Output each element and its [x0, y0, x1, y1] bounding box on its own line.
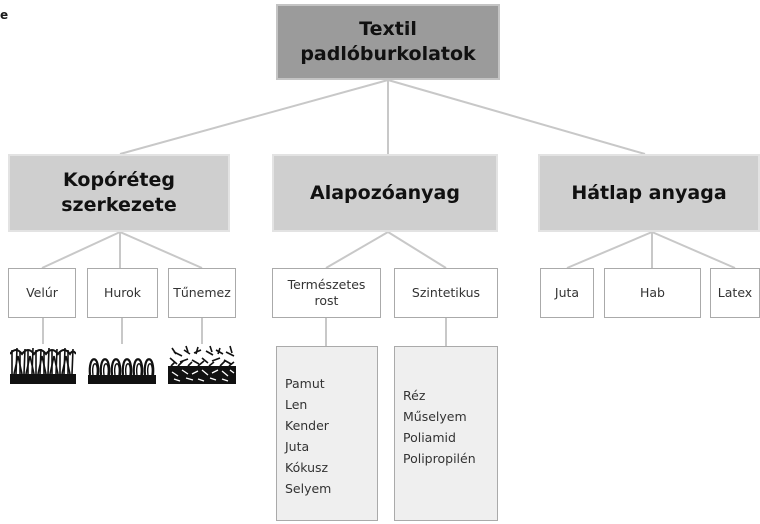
synthetic-fiber-item: Réz — [403, 388, 426, 403]
category-base-label: Alapozóanyag — [310, 181, 460, 204]
root-line-1: Textil — [359, 18, 417, 41]
backing-to-latex-line — [651, 231, 736, 269]
leaf-natural-fiber-line-2: rost — [314, 293, 339, 308]
leaf-latex: Latex — [710, 268, 760, 318]
natural-fiber-item: Kender — [285, 418, 329, 433]
leaf-synthetic-label: Szintetikus — [411, 284, 481, 300]
natural-fiber-list: Pamut Len Kender Juta Kókusz Selyem — [276, 346, 378, 521]
root-to-backing-line — [387, 79, 646, 155]
category-backing-material: Hátlap anyaga — [538, 154, 760, 232]
natural-fiber-item: Pamut — [285, 376, 325, 391]
leaf-foam-label: Hab — [640, 284, 665, 300]
category-backing-label: Hátlap anyaga — [571, 181, 727, 204]
backing-to-jute-line — [566, 231, 653, 269]
synthetic-fiber-list: Réz Műselyem Poliamid Polipropilén — [394, 346, 498, 521]
category-base-material: Alapozóanyag — [272, 154, 498, 232]
loop-texture-image — [88, 358, 156, 384]
leaf-velour: Velúr — [8, 268, 76, 318]
leaf-foam: Hab — [604, 268, 701, 318]
leaf-loop: Hurok — [87, 268, 158, 318]
root-to-pile-line — [119, 79, 389, 155]
natural-fiber-item: Selyem — [285, 481, 332, 496]
leaf-jute-label: Juta — [554, 284, 580, 300]
velour-texture-image — [10, 347, 76, 384]
leaf-latex-label: Latex — [717, 284, 753, 300]
synthetic-fiber-item: Polipropilén — [403, 451, 476, 466]
pile-to-velour-line — [41, 231, 121, 269]
category-pile-structure: Kopóréteg szerkezete — [8, 154, 230, 232]
leaf-velour-label: Velúr — [26, 284, 58, 300]
corner-label: e — [0, 8, 9, 22]
synthetic-fiber-item: Poliamid — [403, 430, 456, 445]
natural-fiber-item: Juta — [285, 439, 310, 454]
synthetic-fiber-item: Műselyem — [403, 409, 467, 424]
natural-fiber-item: Kókusz — [285, 460, 329, 475]
category-pile-line-1: Kopóréteg — [63, 169, 175, 192]
root-node: Textil padlóburkolatok — [276, 4, 500, 80]
leaf-loop-label: Hurok — [103, 284, 142, 300]
leaf-needlefelt: Tűnemez — [168, 268, 236, 318]
base-to-natural-line — [325, 231, 389, 269]
natural-fiber-item: Len — [285, 397, 308, 412]
leaf-jute: Juta — [540, 268, 594, 318]
needlefelt-texture-image — [168, 345, 236, 384]
leaf-synthetic: Szintetikus — [394, 268, 498, 318]
category-pile-line-2: szerkezete — [61, 194, 177, 216]
leaf-natural-fiber: Természetes rost — [272, 268, 381, 318]
base-to-synthetic-line — [387, 231, 447, 269]
leaf-needlefelt-label: Tűnemez — [173, 284, 231, 300]
root-line-2: padlóburkolatok — [300, 43, 476, 65]
leaf-natural-fiber-line-1: Természetes — [287, 276, 366, 292]
pile-to-needlefelt-line — [119, 231, 203, 269]
